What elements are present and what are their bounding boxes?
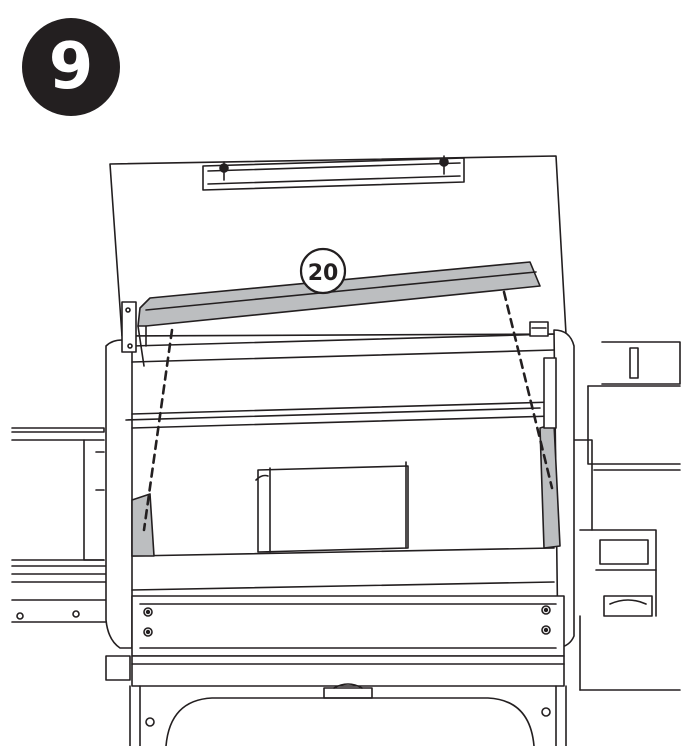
screw-icon (145, 717, 155, 727)
bolt-icon (439, 155, 449, 175)
screw-icon (541, 707, 551, 717)
alignment-guide-right (502, 290, 554, 490)
step-number-badge: 9 (22, 18, 120, 116)
bolt-icon (219, 161, 229, 181)
left-bracket (131, 493, 155, 557)
lid-hinge (121, 301, 557, 429)
screw-icon (143, 627, 153, 637)
heat-baffle (255, 461, 409, 553)
callout-20-label: 20 (308, 261, 339, 286)
screw-icon (143, 607, 153, 617)
part-20-deflector (137, 261, 541, 367)
screw-icon (541, 605, 551, 615)
left-side-shelf (11, 427, 113, 623)
screw-icon (541, 625, 551, 635)
alignment-guide-left (142, 328, 174, 532)
step-number: 9 (48, 30, 94, 104)
grill-barrel (105, 329, 575, 746)
callout-20: 20 (299, 247, 347, 295)
pellet-hopper (573, 341, 681, 691)
